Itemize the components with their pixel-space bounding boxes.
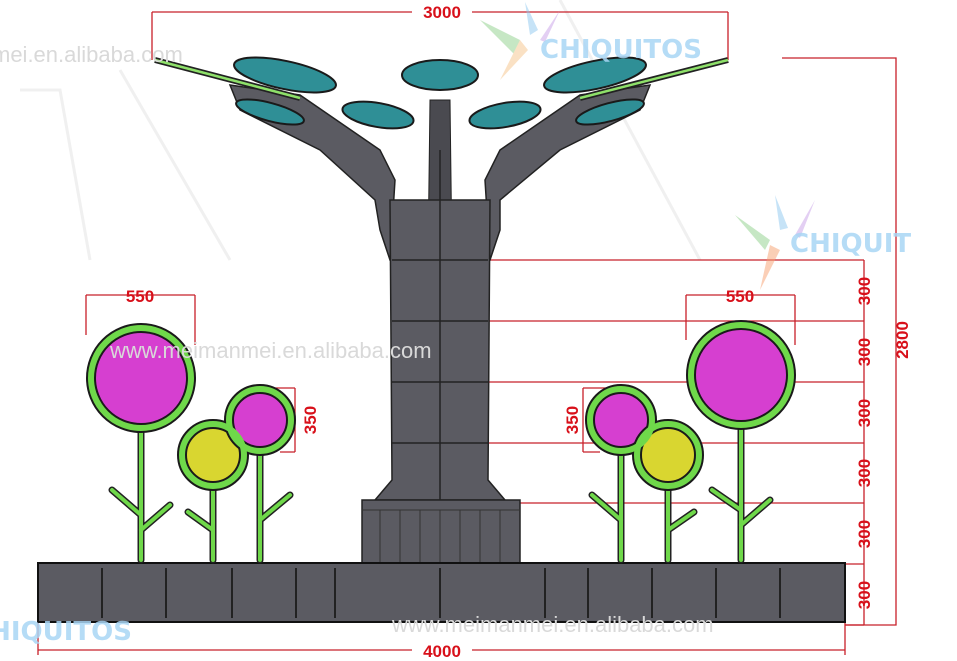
watermark-site-top: mei.en.alibaba.com bbox=[0, 42, 183, 67]
dim-segment-6: 300 bbox=[855, 581, 874, 609]
brand-burst-icon-right bbox=[735, 195, 815, 290]
trunk-plinth bbox=[361, 499, 521, 564]
watermark-line-layer bbox=[20, 0, 702, 261]
dim-segment-2: 300 bbox=[855, 338, 874, 366]
brand-logo-right: CHIQUIT bbox=[790, 229, 911, 259]
canopy-leaves bbox=[233, 56, 647, 130]
brand-burst-icon-top bbox=[480, 2, 560, 80]
base-platform bbox=[37, 562, 846, 623]
brand-logo-top: CHIQUITOS bbox=[540, 35, 702, 65]
dim-segment-1: 300 bbox=[855, 277, 874, 305]
flowers bbox=[86, 320, 796, 564]
dim-base-width: 4000 bbox=[423, 642, 461, 661]
dim-canopy-width: 3000 bbox=[423, 3, 461, 22]
brand-logo-left: CHIQUITOS bbox=[0, 617, 132, 647]
watermark-text-layer: mei.en.alibaba.com www.meimanmei.en.alib… bbox=[0, 35, 911, 647]
watermark-site-middle: www.meimanmei.en.alibaba.com bbox=[109, 338, 432, 363]
dim-flower-large-left: 550 bbox=[126, 287, 154, 306]
dimension-lines bbox=[37, 11, 897, 655]
brand-bursts bbox=[480, 2, 815, 290]
dimension-labels: 3000 4000 550 550 350 350 2800 300 300 3… bbox=[126, 2, 912, 661]
dim-flower-small-right: 350 bbox=[563, 406, 582, 434]
dim-segment-4: 300 bbox=[855, 459, 874, 487]
tree-trunk bbox=[361, 150, 521, 564]
dim-segment-3: 300 bbox=[855, 399, 874, 427]
dim-total-height: 2800 bbox=[893, 321, 912, 359]
dim-flower-small-left: 350 bbox=[301, 406, 320, 434]
dim-segment-5: 300 bbox=[855, 520, 874, 548]
dim-flower-large-right: 550 bbox=[726, 287, 754, 306]
watermark-site-bottom: www.meimanmei.en.alibaba.com bbox=[391, 612, 714, 637]
watermark-lines bbox=[20, 0, 702, 261]
